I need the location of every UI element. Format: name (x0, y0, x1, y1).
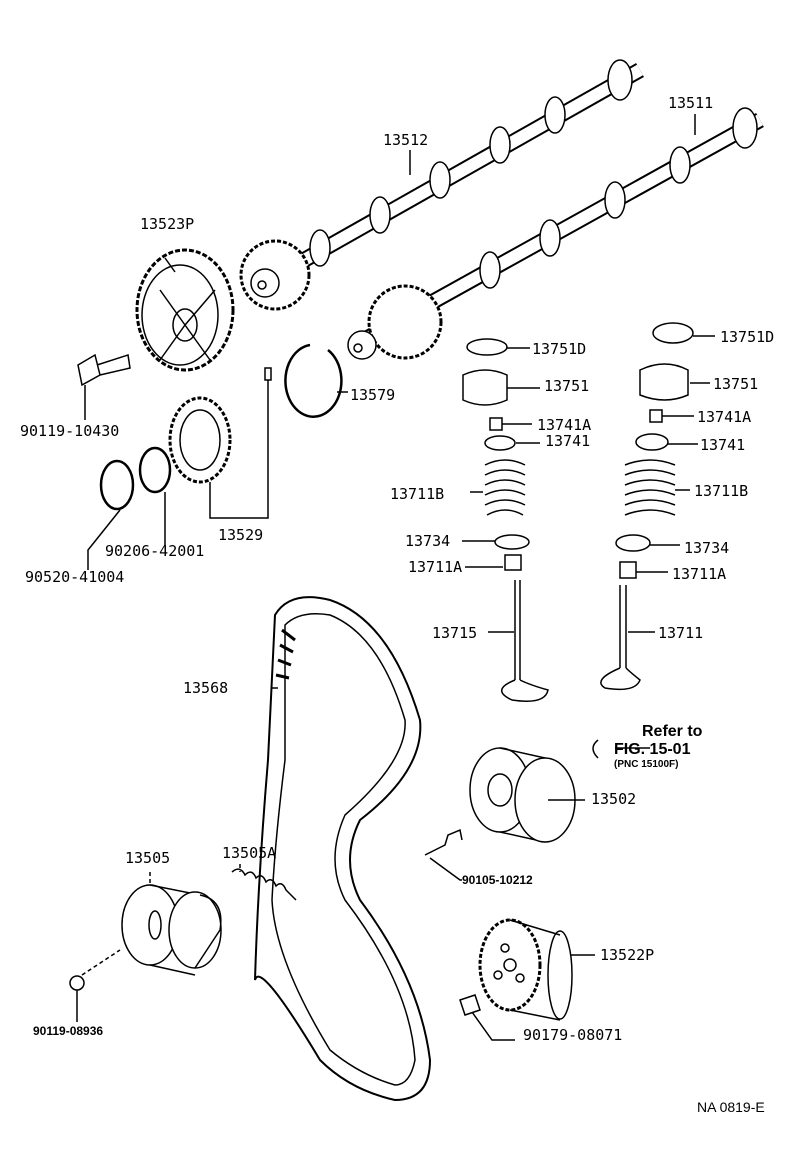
sub-gear-drawing (168, 396, 232, 484)
idler-pulley-drawing (469, 747, 576, 843)
part-label-13741A-left: 13741A (537, 416, 592, 434)
timing-belt-drawing (254, 596, 432, 1102)
part-label-13751D-left: 13751D (532, 340, 587, 358)
valve-train-left (462, 338, 549, 702)
part-label-13579: 13579 (350, 386, 396, 404)
crank-pulley-drawing (478, 918, 573, 1021)
part-label-13715: 13715 (432, 624, 478, 642)
reference-line1: Refer to (642, 723, 703, 740)
camshaft-exhaust-drawing (239, 59, 644, 311)
part-label-90179-08071: 90179-08071 (523, 1026, 623, 1044)
part-label-13711B-left: 13711B (390, 485, 445, 503)
part-label-13511: 13511 (668, 94, 714, 112)
tensioner-drawing (121, 884, 222, 976)
part-label-13505A: 13505A (222, 844, 277, 862)
part-label-13711A-right: 13711A (672, 565, 727, 583)
part-label-13734-right: 13734 (684, 539, 730, 557)
part-label-13523P: 13523P (140, 215, 195, 233)
part-label-13751D-right: 13751D (720, 328, 775, 346)
part-label-13751-left: 13751 (544, 377, 590, 395)
part-label-13505: 13505 (125, 849, 171, 867)
part-label-13529: 13529 (218, 526, 264, 544)
part-label-90206-42001: 90206-42001 (105, 542, 205, 560)
part-label-13711B-right: 13711B (694, 482, 749, 500)
part-label-13741A-right: 13741A (697, 408, 752, 426)
pulley-bolt-drawing (77, 353, 131, 387)
part-label-13711A-left: 13711A (408, 558, 463, 576)
part-label-13741-right: 13741 (700, 436, 746, 454)
washer-drawing (138, 446, 172, 494)
part-label-13568: 13568 (183, 679, 229, 697)
tension-spring-drawing (231, 868, 297, 901)
camshaft-pulley-drawing (135, 248, 235, 372)
part-label-90119-10430: 90119-10430 (20, 422, 120, 440)
part-label-90105-10212: 90105-10212 (462, 873, 533, 887)
figure-code: NA 0819-E (697, 1099, 765, 1115)
part-label-13711: 13711 (658, 624, 704, 642)
part-label-13502: 13502 (591, 790, 637, 808)
part-label-90119-08936: 90119-08936 (33, 1024, 104, 1038)
reference-line3: (PNC 15100F) (614, 759, 679, 770)
part-label-13751-right: 13751 (713, 375, 759, 393)
snap-ring-13579-drawing (284, 343, 343, 418)
snap-ring-drawing (99, 459, 135, 511)
part-label-13512: 13512 (383, 131, 429, 149)
pin-drawing (264, 367, 272, 381)
valve-train-right (600, 322, 694, 691)
camshaft-intake-drawing (347, 107, 764, 360)
reference-line2: FIG. 15-01 (614, 741, 691, 758)
part-label-13734-left: 13734 (405, 532, 451, 550)
part-label-13741-left: 13741 (545, 432, 591, 450)
part-label-13522P: 13522P (600, 946, 655, 964)
part-label-90520-41004: 90520-41004 (25, 568, 125, 586)
